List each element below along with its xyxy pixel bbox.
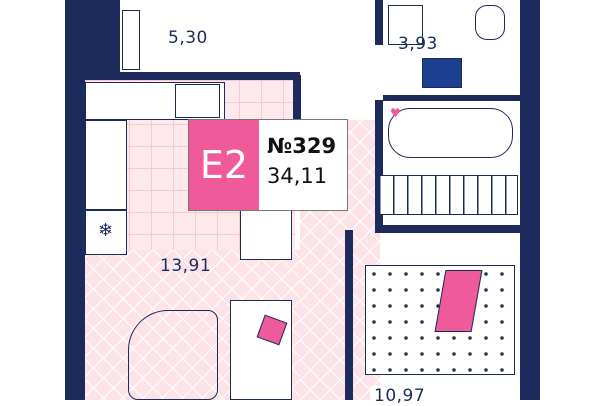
- radiator: [378, 175, 518, 215]
- heart-icon: ♥: [390, 106, 401, 120]
- bath-rug: [422, 58, 462, 88]
- kitchen-counter-side: [85, 120, 127, 210]
- room-area-hallway: 5,30: [168, 28, 208, 48]
- stove: [175, 84, 220, 118]
- wall-bath-mid: [383, 95, 520, 101]
- room-area-bathroom: 3,93: [398, 34, 438, 54]
- bathtub: [388, 108, 513, 158]
- wall-left-upper: [65, 0, 120, 75]
- wall-kitchen-top: [85, 72, 300, 80]
- snowflake-icon: ❄: [98, 220, 114, 241]
- hallway-wardrobe: [122, 10, 140, 70]
- toilet: [475, 5, 505, 40]
- wall-bedroom-left: [345, 230, 353, 400]
- wall-left-outer: [65, 0, 85, 400]
- wall-bath-left-lower: [375, 100, 383, 230]
- apartment-number: №329: [267, 134, 337, 158]
- wall-right-outer: [520, 0, 540, 400]
- apartment-badge: E2 №329 34,11: [188, 119, 348, 211]
- hallway-floor: [120, 0, 380, 75]
- bed: [365, 265, 515, 375]
- washing-machine: [388, 5, 423, 45]
- sofa: [230, 300, 292, 400]
- apartment-type-code: E2: [189, 120, 259, 210]
- wall-bath-bottom: [375, 225, 520, 233]
- wall-center: [293, 75, 301, 120]
- room-area-kitchen-living: 13,91: [160, 256, 212, 276]
- room-area-bedroom: 10,97: [370, 386, 430, 406]
- wall-bath-left: [375, 0, 383, 45]
- armchair-rug: [128, 310, 218, 400]
- apartment-total-area: 34,11: [267, 164, 328, 188]
- fridge: [85, 210, 127, 255]
